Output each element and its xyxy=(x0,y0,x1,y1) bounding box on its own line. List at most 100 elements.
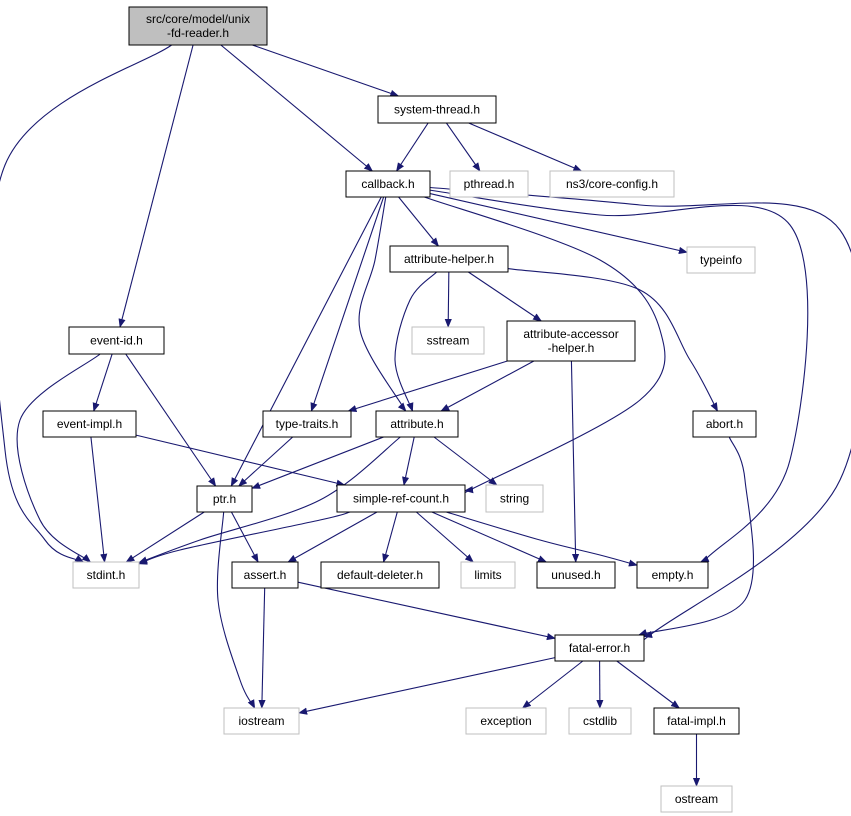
node-box-fatal-impl xyxy=(653,707,740,735)
edge-attribute-accessor-helper-to-unused xyxy=(570,360,580,563)
edge-attribute-helper-to-sstream xyxy=(444,271,452,328)
node-label-ptr-line-0: ptr.h xyxy=(213,492,236,506)
node-box-fatal-error xyxy=(554,634,645,662)
node-box-cstdlib xyxy=(568,707,632,735)
edge-event-id-to-stdint xyxy=(16,353,101,563)
node-box-empty xyxy=(636,561,709,589)
node-label-pthread-line-0: pthread.h xyxy=(464,177,515,191)
edge-callback-to-simple-ref-count xyxy=(424,196,666,498)
node-label-attribute-accessor-helper-line-1: -helper.h xyxy=(548,341,595,355)
edge-ptr-to-stdint xyxy=(125,511,205,563)
node-box-abort xyxy=(692,410,757,438)
edges-layer xyxy=(0,44,851,787)
node-cstdlib: cstdlib xyxy=(568,707,632,735)
edge-fatal-error-to-fatal-impl xyxy=(616,660,680,709)
node-box-iostream xyxy=(223,707,300,735)
node-pthread: pthread.h xyxy=(449,170,529,198)
node-label-limits-line-0: limits xyxy=(474,568,501,582)
node-box-attribute-accessor-helper xyxy=(506,320,636,362)
node-box-string xyxy=(485,484,544,513)
edge-simple-ref-count-to-empty xyxy=(446,511,638,567)
edge-simple-ref-count-to-default-deleter xyxy=(382,511,398,563)
node-label-empty-line-0: empty.h xyxy=(652,568,694,582)
node-default-deleter[interactable]: default-deleter.h xyxy=(320,561,440,589)
node-assert[interactable]: assert.h xyxy=(231,561,299,589)
edge-attribute-to-string xyxy=(433,436,498,486)
node-label-attribute-helper-line-0: attribute-helper.h xyxy=(404,252,494,266)
node-box-sstream xyxy=(411,326,485,355)
node-box-exception xyxy=(465,707,547,735)
edge-assert-to-iostream xyxy=(258,587,266,709)
node-string: string xyxy=(485,484,544,513)
node-unix-fd-reader[interactable]: src/core/model/unix-fd-reader.h xyxy=(128,6,268,46)
node-empty[interactable]: empty.h xyxy=(636,561,709,589)
node-box-attribute-helper xyxy=(389,245,509,273)
node-system-thread[interactable]: system-thread.h xyxy=(377,95,497,124)
node-label-ostream-line-0: ostream xyxy=(675,792,718,806)
edge-callback-to-fatal-error xyxy=(429,186,851,648)
edge-event-id-to-event-impl xyxy=(92,353,113,412)
node-attribute-accessor-helper[interactable]: attribute-accessor-helper.h xyxy=(506,320,636,362)
node-box-simple-ref-count xyxy=(336,484,466,513)
node-limits: limits xyxy=(460,561,516,589)
node-iostream: iostream xyxy=(223,707,300,735)
node-label-core-config-line-0: ns3/core-config.h xyxy=(566,177,658,191)
node-label-event-impl-line-0: event-impl.h xyxy=(57,417,122,431)
edge-system-thread-to-pthread xyxy=(445,122,481,172)
edge-unix-fd-reader-to-callback xyxy=(220,44,374,172)
edge-callback-to-typeinfo xyxy=(429,193,688,254)
node-ptr[interactable]: ptr.h xyxy=(196,485,253,513)
node-abort[interactable]: abort.h xyxy=(692,410,757,438)
node-ostream: ostream xyxy=(660,785,733,813)
node-label-type-traits-line-0: type-traits.h xyxy=(276,417,339,431)
node-exception: exception xyxy=(465,707,547,735)
node-box-pthread xyxy=(449,170,529,198)
node-label-attribute-line-0: attribute.h xyxy=(390,417,443,431)
node-unused[interactable]: unused.h xyxy=(536,561,616,589)
node-label-assert-line-0: assert.h xyxy=(244,568,287,582)
node-label-abort-line-0: abort.h xyxy=(706,417,743,431)
node-label-string-line-0: string xyxy=(500,492,529,506)
node-label-simple-ref-count-line-0: simple-ref-count.h xyxy=(353,492,449,506)
edge-callback-to-type-traits xyxy=(310,196,385,412)
edge-attribute-to-ptr xyxy=(251,436,384,489)
node-box-assert xyxy=(231,561,299,589)
edge-callback-to-empty xyxy=(429,189,809,569)
node-label-cstdlib-line-0: cstdlib xyxy=(583,714,617,728)
edge-event-impl-to-simple-ref-count xyxy=(135,434,346,487)
node-type-traits[interactable]: type-traits.h xyxy=(262,410,352,438)
edge-type-traits-to-ptr xyxy=(238,436,294,487)
node-fatal-impl[interactable]: fatal-impl.h xyxy=(653,707,740,735)
edge-abort-to-fatal-error xyxy=(638,436,754,636)
node-attribute-helper[interactable]: attribute-helper.h xyxy=(389,245,509,273)
node-event-id[interactable]: event-id.h xyxy=(68,326,165,355)
node-callback[interactable]: callback.h xyxy=(345,170,431,198)
edge-simple-ref-count-to-unused xyxy=(431,511,548,563)
edge-fatal-error-to-exception xyxy=(521,660,584,709)
node-label-default-deleter-line-0: default-deleter.h xyxy=(337,568,423,582)
node-label-typeinfo-line-0: typeinfo xyxy=(700,253,742,267)
node-fatal-error[interactable]: fatal-error.h xyxy=(554,634,645,662)
edge-attribute-helper-to-abort xyxy=(507,268,718,412)
node-attribute[interactable]: attribute.h xyxy=(375,410,459,438)
node-event-impl[interactable]: event-impl.h xyxy=(42,410,137,438)
node-label-unix-fd-reader-line-0: src/core/model/unix xyxy=(146,12,250,26)
node-label-unused-line-0: unused.h xyxy=(551,568,600,582)
edge-attribute-helper-to-attribute xyxy=(394,271,438,412)
edge-fatal-error-to-iostream xyxy=(298,657,556,715)
node-label-fatal-error-line-0: fatal-error.h xyxy=(569,641,630,655)
node-label-system-thread-line-0: system-thread.h xyxy=(394,103,480,117)
node-label-unix-fd-reader-line-1: -fd-reader.h xyxy=(167,26,229,40)
edge-simple-ref-count-to-stdint xyxy=(138,511,351,565)
node-simple-ref-count[interactable]: simple-ref-count.h xyxy=(336,484,466,513)
node-box-attribute xyxy=(375,410,459,438)
node-label-sstream-line-0: sstream xyxy=(427,334,470,348)
node-box-ostream xyxy=(660,785,733,813)
node-stdint: stdint.h xyxy=(72,561,140,589)
node-core-config: ns3/core-config.h xyxy=(549,170,675,198)
edge-ptr-to-iostream xyxy=(216,511,256,709)
edge-attribute-helper-to-attribute-accessor-helper xyxy=(468,271,542,322)
node-box-system-thread xyxy=(377,95,497,124)
edge-attribute-to-simple-ref-count xyxy=(402,436,415,486)
